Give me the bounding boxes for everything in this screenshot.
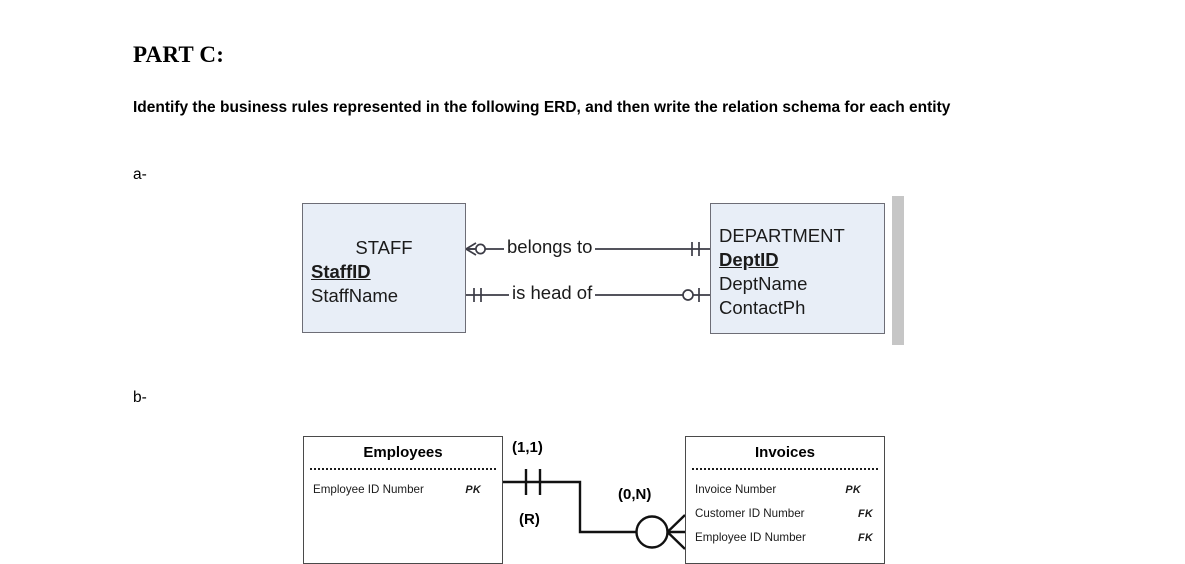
entity-staff-attribute: StaffName <box>311 285 399 306</box>
entity-department-attribute-2: ContactPh <box>719 297 806 318</box>
cardinality-zero-or-many <box>465 242 486 256</box>
diagram-b-connectors <box>503 469 686 550</box>
entity-employees-attribute-row: Employee ID Number PK <box>313 483 495 496</box>
cardinality-exactly-one <box>691 242 700 256</box>
erd-diagram-b: Employees Employee ID Number PK Invoices… <box>290 425 910 564</box>
image-edge-shadow <box>892 196 904 345</box>
entity-invoices-title: Invoices <box>754 444 816 461</box>
attribute-label: Employee ID Number <box>695 531 806 544</box>
entity-invoices-attribute-row: Employee ID Number FK <box>695 531 877 544</box>
erd-diagram-a: STAFF StaffID StaffName DEPARTMENT DeptI… <box>280 188 920 353</box>
attribute-key-badge: FK <box>858 532 873 544</box>
entity-invoices-divider <box>692 468 878 470</box>
relationship-label-belongs-to: belongs to <box>504 236 596 258</box>
entity-employees-title: Employees <box>363 444 443 461</box>
entity-invoices-attribute-row: Invoice Number PK <box>695 483 877 496</box>
entity-department-primary-key: DeptID <box>719 249 779 270</box>
attribute-key-badge: FK <box>858 508 873 520</box>
diagram-a-connectors <box>465 242 710 302</box>
page-title: PART C: <box>133 42 225 67</box>
entity-department: DEPARTMENT DeptID DeptName ContactPh <box>710 203 885 334</box>
cardinality-zero-or-one <box>682 288 700 302</box>
attribute-label: Employee ID Number <box>313 483 424 496</box>
entity-employees-divider <box>310 468 496 470</box>
entity-department-name: DEPARTMENT <box>719 225 845 246</box>
cardinality-many-crows-foot <box>666 514 686 550</box>
entity-staff: STAFF StaffID StaffName <box>302 203 466 333</box>
cardinality-label-invoices-side: (0,N) <box>618 486 652 503</box>
attribute-label: Customer ID Number <box>695 507 805 520</box>
attribute-key-badge: PK <box>465 484 481 496</box>
relationship-label-is-head-of: is head of <box>509 282 596 304</box>
entity-staff-name: STAFF <box>355 237 413 258</box>
cardinality-exactly-one-head <box>473 288 482 302</box>
entity-department-attribute-1: DeptName <box>719 273 808 294</box>
cardinality-label-employees-side: (1,1) <box>512 439 543 456</box>
instruction-text: Identify the business rules represented … <box>133 99 951 116</box>
cardinality-one-one-bars <box>524 469 542 495</box>
list-marker-a: a- <box>133 166 147 183</box>
entity-invoices-attribute-row: Customer ID Number FK <box>695 507 877 520</box>
entity-invoices: Invoices Invoice Number PK Customer ID N… <box>685 436 885 564</box>
entity-employees: Employees Employee ID Number PK <box>303 436 503 564</box>
attribute-label: Invoice Number <box>695 483 777 496</box>
list-marker-b: b- <box>133 389 147 406</box>
cardinality-zero-circle <box>635 515 669 549</box>
entity-staff-primary-key: StaffID <box>311 261 371 282</box>
cardinality-label-employees-note: (R) <box>519 511 540 528</box>
attribute-key-badge: PK <box>845 484 861 496</box>
